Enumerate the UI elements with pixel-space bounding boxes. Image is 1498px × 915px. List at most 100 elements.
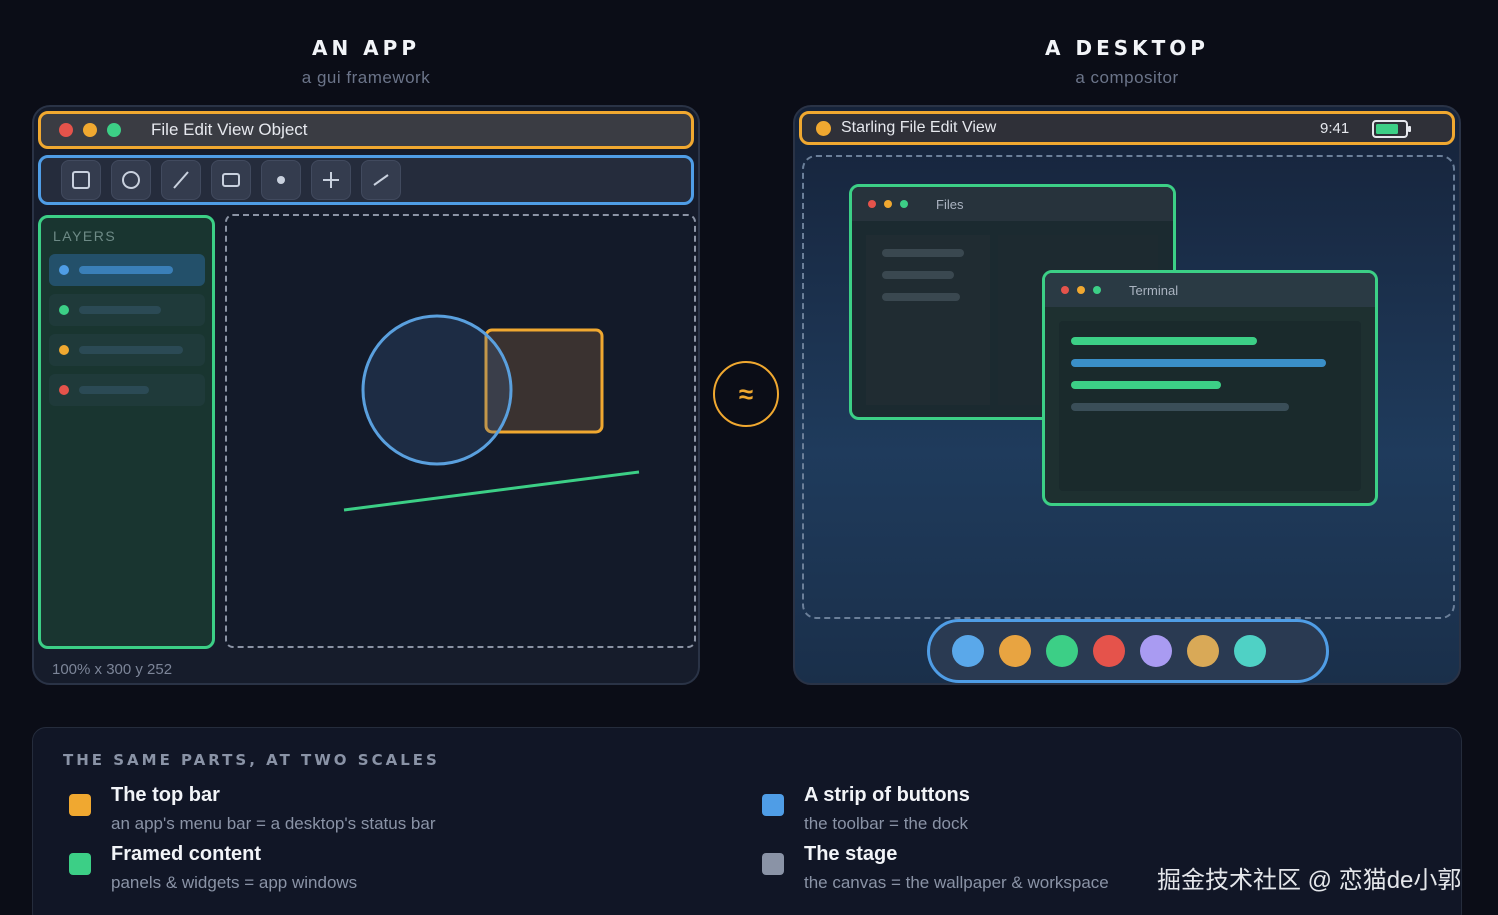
- app-title: AN APP: [312, 36, 420, 60]
- slash-tool-button[interactable]: [361, 160, 401, 200]
- gray-swatch-icon: [762, 853, 784, 875]
- square-tool-button[interactable]: [61, 160, 101, 200]
- files-sidebar: [866, 235, 990, 405]
- window-minimize-icon[interactable]: [884, 200, 892, 208]
- layer-color-dot-icon: [59, 385, 69, 395]
- terminal-content: [1059, 321, 1361, 491]
- approximately-equal-icon: ≈: [713, 361, 779, 427]
- minimize-dot-icon[interactable]: [83, 123, 97, 137]
- layer-item-2[interactable]: [49, 294, 205, 326]
- plus-tool-icon: [323, 172, 339, 188]
- legend-item-button-strip: A strip of buttons the toolbar = the doc…: [762, 784, 1362, 840]
- legend-description: an app's menu bar = a desktop's status b…: [111, 814, 436, 833]
- layer-name-placeholder: [79, 306, 161, 314]
- battery-icon: [1372, 120, 1412, 143]
- app-menu-text[interactable]: File Edit View Object: [151, 120, 308, 139]
- plus-tool-button[interactable]: [311, 160, 351, 200]
- orange-swatch-icon: [69, 794, 91, 816]
- dock-app-red-icon[interactable]: [1093, 635, 1125, 667]
- sidebar-item-placeholder: [882, 271, 954, 279]
- legend-description: the toolbar = the dock: [804, 814, 968, 833]
- dock-app-teal-icon[interactable]: [1234, 635, 1266, 667]
- legend-heading: The top bar: [111, 784, 220, 806]
- desktop-menu-text[interactable]: Starling File Edit View: [841, 119, 997, 136]
- app-toolbar: [38, 155, 694, 205]
- layer-item-4[interactable]: [49, 374, 205, 406]
- legend-description: the canvas = the wallpaper & workspace: [804, 873, 1109, 892]
- legend-heading: A strip of buttons: [804, 784, 970, 806]
- files-window-titlebar[interactable]: Files: [852, 187, 1173, 221]
- window-minimize-icon[interactable]: [1077, 286, 1085, 294]
- slash-tool-icon: [373, 174, 389, 186]
- watermark: 掘金技术社区 @ 恋猫de小郭: [1157, 867, 1462, 894]
- desktop-title: A DESKTOP: [1045, 36, 1209, 60]
- dot-tool-icon: [277, 176, 285, 184]
- terminal-line-placeholder: [1071, 359, 1326, 367]
- canvas-rectangle-shape[interactable]: [484, 328, 604, 434]
- window-maximize-icon[interactable]: [1093, 286, 1101, 294]
- layers-label: LAYERS: [53, 228, 117, 244]
- canvas-circle-shape[interactable]: [361, 314, 513, 466]
- canvas-shapes: [343, 314, 640, 512]
- desktop-dock: [927, 619, 1329, 683]
- square-tool-icon: [72, 171, 90, 189]
- app-panel: File Edit View Object LAYERS: [32, 105, 700, 685]
- layer-color-dot-icon: [59, 265, 69, 275]
- circle-tool-icon: [122, 171, 140, 189]
- window-maximize-icon[interactable]: [900, 200, 908, 208]
- drawing-canvas[interactable]: [225, 214, 696, 648]
- desktop-status-bar: Starling File Edit View 9:41: [799, 111, 1455, 145]
- layer-name-placeholder: [79, 386, 149, 394]
- legend-description: panels & widgets = app windows: [111, 873, 358, 892]
- legend-item-framed-content: Framed content panels & widgets = app wi…: [69, 843, 669, 899]
- maximize-dot-icon[interactable]: [107, 123, 121, 137]
- approximately-equal-symbol: ≈: [738, 378, 754, 409]
- system-menu-icon[interactable]: [816, 120, 831, 136]
- legend-title: THE SAME PARTS, AT TWO SCALES: [63, 751, 440, 769]
- terminal-window-titlebar[interactable]: Terminal: [1045, 273, 1375, 307]
- dock-app-green-icon[interactable]: [1046, 635, 1078, 667]
- dock-app-gold-icon[interactable]: [1187, 635, 1219, 667]
- terminal-line-placeholder: [1071, 337, 1257, 345]
- legend-heading: The stage: [804, 843, 898, 865]
- layer-item-3[interactable]: [49, 334, 205, 366]
- dock-app-orange-icon[interactable]: [999, 635, 1031, 667]
- layer-item-1[interactable]: [49, 254, 205, 286]
- line-tool-icon: [173, 171, 189, 189]
- terminal-window[interactable]: Terminal: [1042, 270, 1378, 506]
- layer-name-placeholder: [79, 266, 173, 274]
- app-subtitle: a gui framework: [301, 68, 431, 87]
- rectangle-tool-button[interactable]: [211, 160, 251, 200]
- workspace-area[interactable]: [802, 155, 1455, 619]
- circle-tool-button[interactable]: [111, 160, 151, 200]
- window-close-icon[interactable]: [868, 200, 876, 208]
- status-clock: 9:41: [1320, 119, 1350, 137]
- files-window-title: Files: [936, 196, 964, 212]
- desktop-subtitle: a compositor: [1075, 68, 1179, 87]
- desktop-panel: Starling File Edit View 9:41 Files Termi…: [793, 105, 1461, 685]
- close-dot-icon[interactable]: [59, 123, 73, 137]
- sidebar-item-placeholder: [882, 249, 964, 257]
- dock-app-purple-icon[interactable]: [1140, 635, 1172, 667]
- terminal-window-title: Terminal: [1129, 282, 1179, 298]
- legend-panel: THE SAME PARTS, AT TWO SCALES The top ba…: [32, 727, 1462, 915]
- terminal-line-placeholder: [1071, 403, 1289, 411]
- legend-heading: Framed content: [111, 843, 262, 865]
- window-close-icon[interactable]: [1061, 286, 1069, 294]
- legend-item-top-bar: The top bar an app's menu bar = a deskto…: [69, 784, 669, 840]
- desktop-heading: A DESKTOP a compositor: [927, 36, 1327, 88]
- canvas-line-shape[interactable]: [343, 470, 640, 512]
- line-tool-button[interactable]: [161, 160, 201, 200]
- legend-item-stage: The stage the canvas = the wallpaper & w…: [762, 843, 1362, 899]
- dot-tool-button[interactable]: [261, 160, 301, 200]
- green-swatch-icon: [69, 853, 91, 875]
- layer-color-dot-icon: [59, 305, 69, 315]
- app-heading: AN APP a gui framework: [166, 36, 566, 88]
- terminal-line-placeholder: [1071, 381, 1221, 389]
- blue-swatch-icon: [762, 794, 784, 816]
- dock-app-blue-icon[interactable]: [952, 635, 984, 667]
- layers-panel: LAYERS: [38, 215, 215, 649]
- app-menu-bar: File Edit View Object: [38, 111, 694, 149]
- layer-color-dot-icon: [59, 345, 69, 355]
- layer-name-placeholder: [79, 346, 183, 354]
